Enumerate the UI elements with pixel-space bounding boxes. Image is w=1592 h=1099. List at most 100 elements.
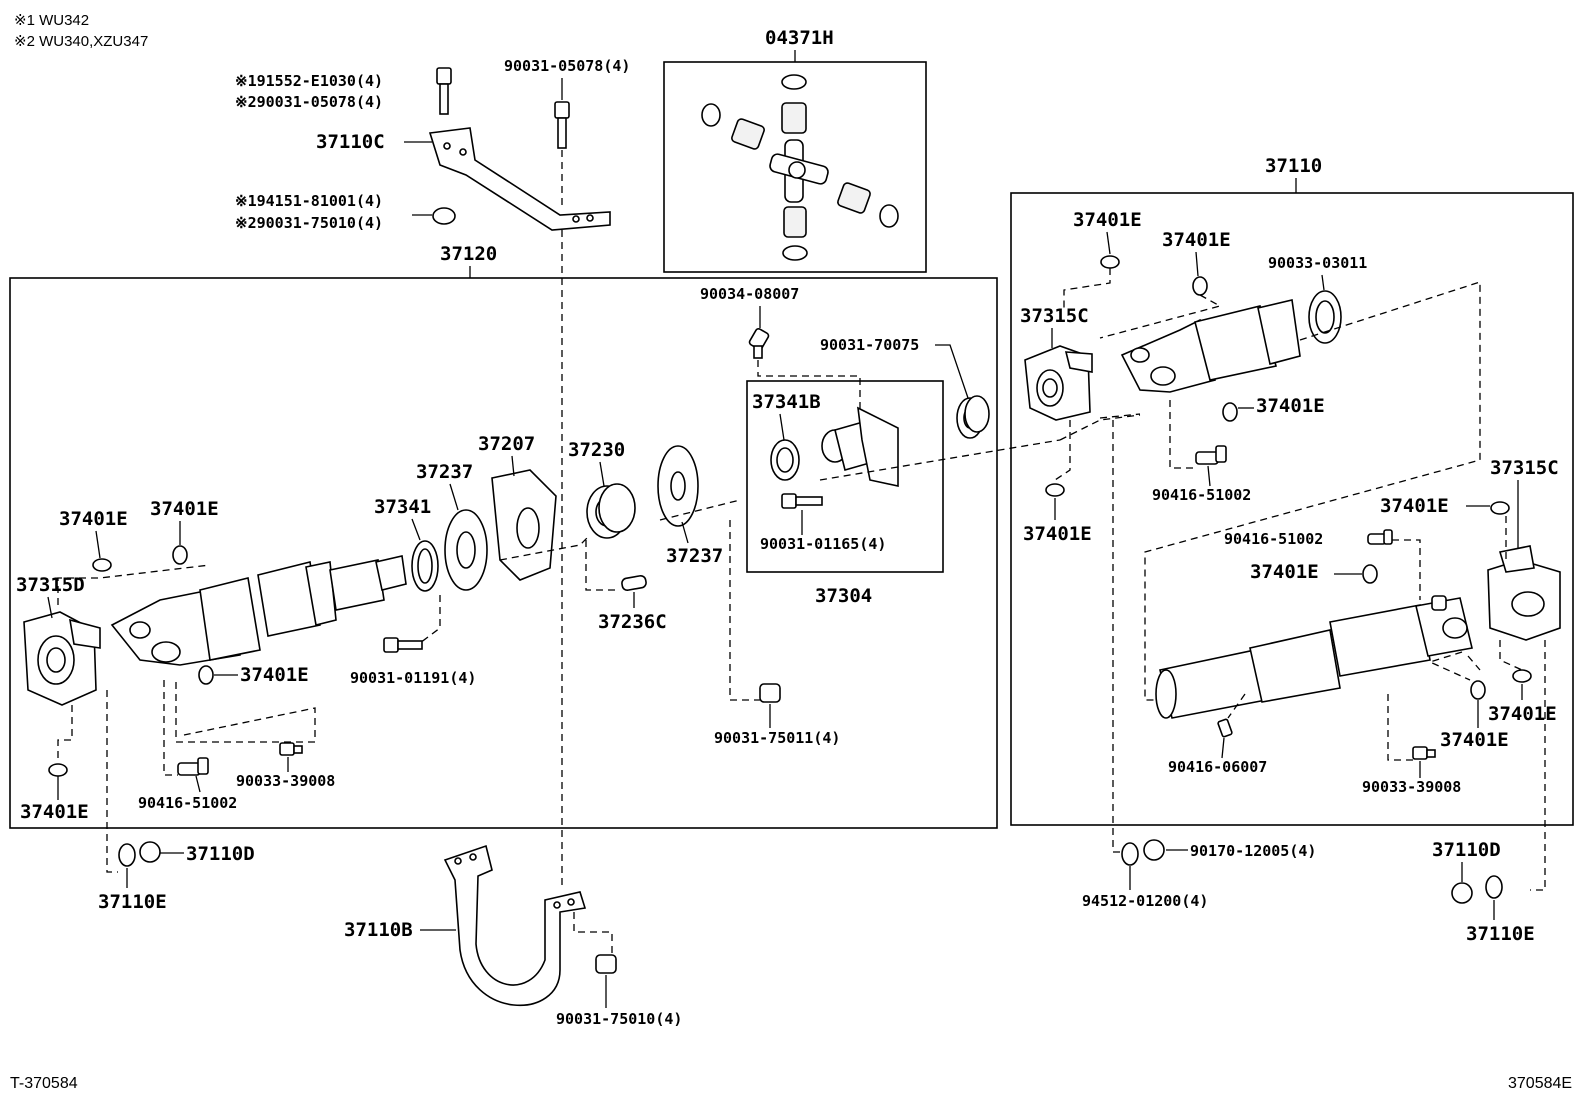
label-37401e-e: 37401E xyxy=(1073,209,1142,231)
snap-ring-right-mid xyxy=(1222,402,1238,422)
bolt-90031-01165 xyxy=(781,493,823,509)
washer-37237-b xyxy=(657,445,699,527)
box-37110 xyxy=(1010,192,1574,826)
label-37401e-f: 37401E xyxy=(1162,229,1231,251)
bolt-90031-05078 xyxy=(554,101,570,149)
spacer-37110d-b xyxy=(1451,882,1473,904)
label-94512-01200: 94512-01200(4) xyxy=(1082,892,1208,910)
label-37315c-a: 37315C xyxy=(1020,305,1089,327)
footer-code-left: T-370584 xyxy=(10,1075,78,1092)
washer-94512-01200 xyxy=(1121,842,1139,866)
pin-37236c xyxy=(621,574,647,592)
label-37341b: 37341B xyxy=(752,391,821,413)
spacer-37110d-a xyxy=(139,841,161,863)
label-37110d-a: 37110D xyxy=(186,843,255,865)
label-37110b: 37110B xyxy=(344,919,413,941)
label-37401e-j: 37401E xyxy=(1250,561,1319,583)
label-37401e-g: 37401E xyxy=(1256,395,1325,417)
snap-ring-right-low-a xyxy=(1490,501,1510,515)
group-label-37110: 37110 xyxy=(1265,155,1322,177)
hanger-37110b xyxy=(443,844,587,1007)
washer-37110e-a xyxy=(118,843,136,867)
front-shaft-37120 xyxy=(110,555,407,666)
flange-yoke-37315c-b xyxy=(1487,545,1561,641)
label-37401e-b: 37401E xyxy=(150,498,219,520)
label-90416-51002-b: 90416-51002 xyxy=(1152,486,1251,504)
nut-90170-12005 xyxy=(1143,839,1165,861)
snap-ring-right-top-a xyxy=(1100,255,1120,269)
label-90033-03011: 90033-03011 xyxy=(1268,254,1367,272)
bearing-37230 xyxy=(586,483,636,539)
rear-shaft-upper xyxy=(1120,299,1301,393)
label-90031-75010: 90031-75010(4) xyxy=(556,1010,682,1028)
label-37236c: 37236C xyxy=(598,611,667,633)
label-37230: 37230 xyxy=(568,439,625,461)
label-90031-01165: 90031-01165(4) xyxy=(760,535,886,553)
snap-ring-left-mid xyxy=(198,665,214,685)
label-37315c-b: 37315C xyxy=(1490,457,1559,479)
label-90033-39008-b: 90033-39008 xyxy=(1362,778,1461,796)
group-label-37304: 37304 xyxy=(815,585,872,607)
grease-fitting-90416-06007 xyxy=(1217,718,1233,738)
label-37207: 37207 xyxy=(478,433,535,455)
group-label-37120: 37120 xyxy=(440,243,497,265)
label-37341: 37341 xyxy=(374,496,431,518)
label-37401e-l: 37401E xyxy=(1440,729,1509,751)
label-37110e-a: 37110E xyxy=(98,891,167,913)
label-194151-81001: ※194151-81001(4) xyxy=(235,192,383,210)
label-90034-08007: 90034-08007 xyxy=(700,285,799,303)
flange-yoke-37315d xyxy=(23,611,101,706)
label-191552-e1030: ※191552-E1030(4) xyxy=(235,72,383,90)
snap-ring-right-left xyxy=(1045,483,1065,497)
note-wu342: ※1 WU342 xyxy=(14,12,89,29)
flange-37304 xyxy=(821,406,899,487)
label-90416-06007: 90416-06007 xyxy=(1168,758,1267,776)
label-90031-05078: 90031-05078(4) xyxy=(504,57,630,75)
bracket-37110c xyxy=(428,67,611,231)
grease-fitting-90416-51002-c xyxy=(1367,529,1393,545)
label-37401e-d: 37401E xyxy=(20,801,89,823)
note-wu340: ※2 WU340,XZU347 xyxy=(14,33,148,50)
label-37401e-k: 37401E xyxy=(1488,703,1557,725)
plug-90033-39008-b xyxy=(1412,746,1436,760)
label-37110d-b: 37110D xyxy=(1432,839,1501,861)
rear-shaft-lower xyxy=(1155,595,1473,719)
label-290031-75010: ※290031-75010(4) xyxy=(235,214,383,232)
snap-ring-right-top-b xyxy=(1192,276,1208,296)
box-37120 xyxy=(9,277,998,829)
snap-ring-right-low-d xyxy=(1512,669,1532,683)
snap-ring-left-top-a xyxy=(92,558,112,572)
box-37304 xyxy=(746,380,944,573)
label-37237-b: 37237 xyxy=(666,545,723,567)
snap-ring-left-bottom xyxy=(48,763,68,777)
label-290031-05078: ※290031-05078(4) xyxy=(235,93,383,111)
snap-ring-left-top-b xyxy=(172,545,188,565)
label-90031-70075: 90031-70075 xyxy=(820,336,919,354)
bolt-90031-01191 xyxy=(383,637,423,653)
label-37315d: 37315D xyxy=(16,574,85,596)
seal-90033-03011 xyxy=(1308,290,1342,344)
flange-yoke-37315c-a xyxy=(1024,345,1093,421)
washer-37237-a xyxy=(444,509,488,591)
grease-fitting-90416-51002-b xyxy=(1195,445,1227,465)
label-90031-01191: 90031-01191(4) xyxy=(350,669,476,687)
label-90416-51002-a: 90416-51002 xyxy=(138,794,237,812)
label-37401e-i: 37401E xyxy=(1380,495,1449,517)
nut-90031-75011 xyxy=(759,683,781,703)
label-90416-51002-c: 90416-51002 xyxy=(1224,530,1323,548)
seal-37341b xyxy=(770,439,800,481)
washer-37110e-b xyxy=(1485,875,1503,899)
cushion-37207 xyxy=(491,469,557,581)
label-37110c: 37110C xyxy=(316,131,385,153)
label-90031-75011: 90031-75011(4) xyxy=(714,729,840,747)
label-37401e-a: 37401E xyxy=(59,508,128,530)
label-37401e-c: 37401E xyxy=(240,664,309,686)
nut-90031-75010 xyxy=(595,954,617,974)
grease-fitting-90034-08007 xyxy=(748,328,770,359)
snap-ring-right-low-b xyxy=(1362,564,1378,584)
snap-ring-right-low-c xyxy=(1470,680,1486,700)
plug-90033-39008-a xyxy=(279,742,303,756)
seal-37341 xyxy=(411,540,439,592)
footer-code-right: 370584E xyxy=(1508,1075,1572,1092)
